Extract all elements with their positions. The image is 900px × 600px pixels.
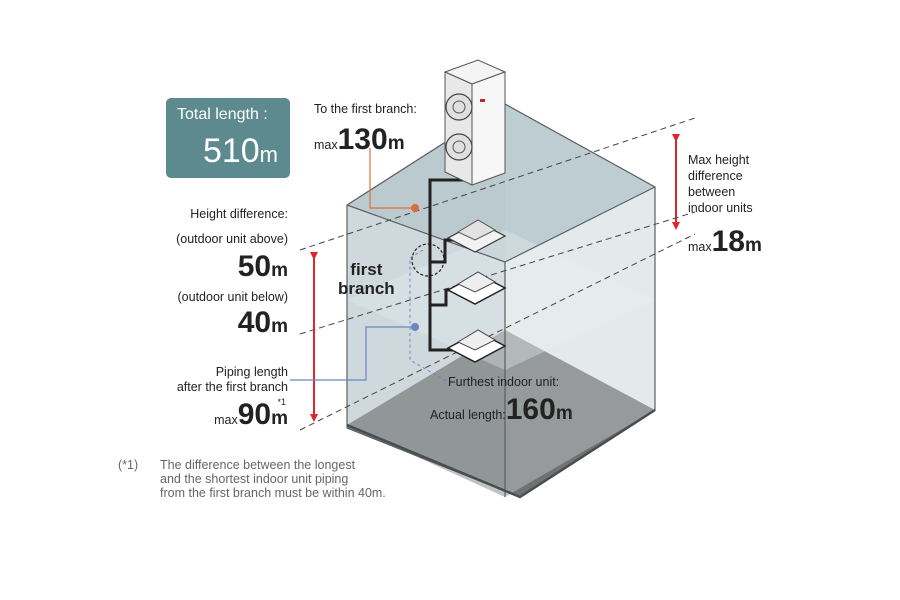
piping-after-branch-value: max90m*1 bbox=[214, 397, 288, 431]
dashed-line-bottom bbox=[299, 233, 696, 431]
leader-orange-dot bbox=[411, 204, 419, 212]
total-length-value: 510m bbox=[202, 132, 278, 170]
total-length-box: Total length : 510m bbox=[166, 98, 290, 178]
furthest-unit-value: Actual length:160m bbox=[430, 393, 573, 426]
indoor-height-label: Max height difference between indoor uni… bbox=[688, 153, 753, 215]
front-glass-right bbox=[505, 187, 655, 497]
first-branch-marker bbox=[411, 243, 445, 277]
pipe-main bbox=[428, 178, 468, 352]
footnote-mark: (*1) bbox=[118, 458, 139, 472]
mid-slab bbox=[347, 230, 655, 370]
leader-blue-dot bbox=[411, 323, 419, 331]
indoor-unit-upper bbox=[446, 219, 507, 253]
total-length-label: Total length : bbox=[177, 106, 268, 123]
height-difference-title: Height difference: bbox=[190, 207, 288, 221]
height-below-label: (outdoor unit below) bbox=[177, 290, 288, 304]
indoor-unit-middle bbox=[446, 271, 507, 305]
indoor-unit-lower bbox=[446, 329, 507, 363]
leader-blue bbox=[290, 326, 413, 381]
floor-edge bbox=[346, 408, 656, 499]
first-branch-run-label: To the first branch: bbox=[314, 102, 417, 116]
footnote-text: The difference between the longest and t… bbox=[160, 458, 386, 500]
leader-orange bbox=[369, 148, 413, 209]
indoor-height-value: max18m bbox=[688, 225, 762, 258]
dashed-line-mid bbox=[299, 211, 696, 335]
floor-dark bbox=[347, 330, 655, 497]
first-branch-run-value: max130m bbox=[314, 123, 405, 156]
height-above-value: 50m bbox=[237, 250, 288, 283]
front-glass-left bbox=[347, 205, 505, 497]
height-below-value: 40m bbox=[237, 306, 288, 339]
first-branch-label: first branch bbox=[338, 260, 395, 298]
piping-after-branch-line2: after the first branch bbox=[176, 380, 288, 394]
piping-after-branch-line1: Piping length bbox=[215, 365, 288, 379]
outdoor-unit bbox=[443, 59, 507, 186]
height-above-label: (outdoor unit above) bbox=[176, 232, 288, 246]
furthest-unit-label: Furthest indoor unit: bbox=[448, 375, 560, 389]
dashed-pipe-path bbox=[409, 249, 449, 383]
